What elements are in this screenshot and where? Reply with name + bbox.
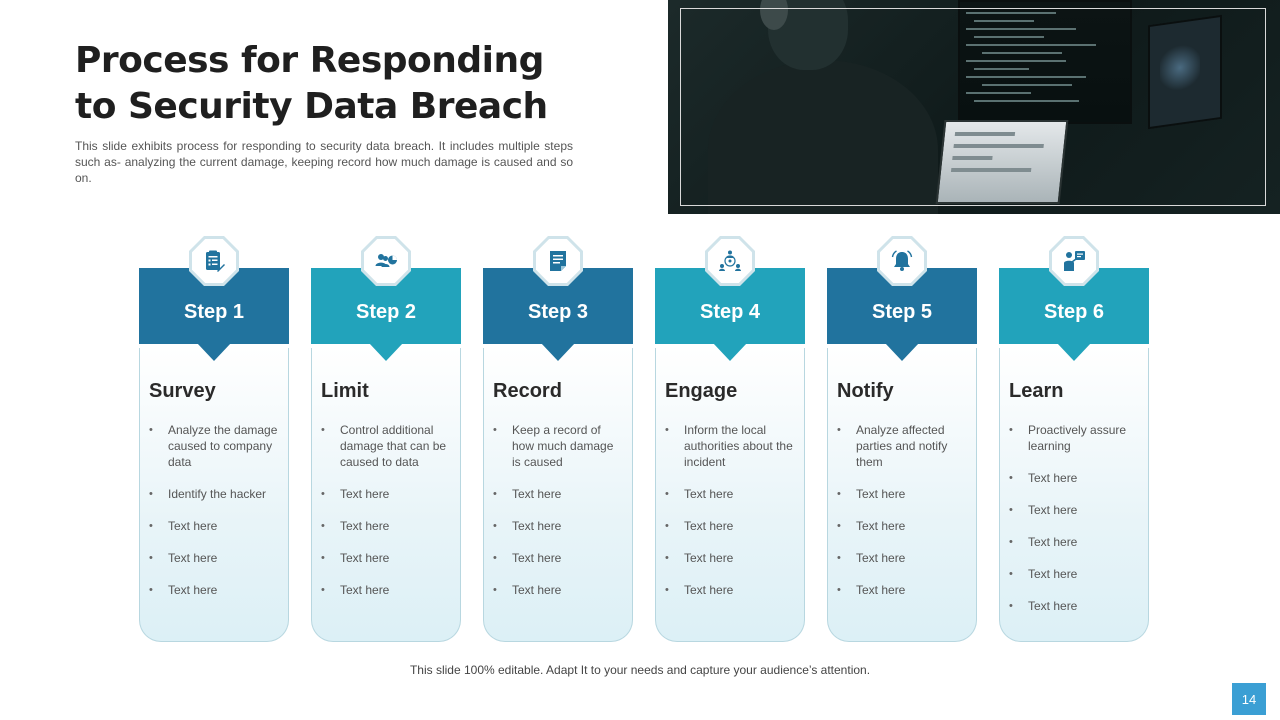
hacker-photo: [668, 0, 1280, 214]
bullet-item: Text here: [837, 550, 969, 566]
step-title: Notify: [837, 380, 894, 403]
step-title: Learn: [1009, 380, 1063, 403]
bullet-item: Analyze the damage caused to company dat…: [149, 422, 281, 470]
bullet-item: Text here: [1009, 534, 1141, 550]
bullet-item: Text here: [493, 486, 625, 502]
bullet-item: Analyze affected parties and notify them: [837, 422, 969, 470]
step-label: Step 2: [356, 301, 416, 324]
header-pointer: [197, 343, 231, 361]
step-title: Limit: [321, 380, 369, 403]
icon-badge: [705, 236, 755, 286]
bullet-item: Text here: [149, 582, 281, 598]
header-pointer: [885, 343, 919, 361]
header-pointer: [369, 343, 403, 361]
bullet-item: Identify the hacker: [149, 486, 281, 502]
step-label: Step 4: [700, 301, 760, 324]
slide-subtitle: This slide exhibits process for respondi…: [75, 138, 573, 186]
footer-note: This slide 100% editable. Adapt It to yo…: [0, 663, 1280, 677]
step-card-2: Step 2 Limit Control additional damage t…: [311, 236, 461, 642]
bullet-item: Text here: [837, 486, 969, 502]
step-bullets: Control additional damage that can be ca…: [321, 422, 453, 614]
step-bullets: Keep a record of how much damage is caus…: [493, 422, 625, 614]
page-number: 14: [1232, 683, 1266, 715]
bullet-item: Text here: [1009, 598, 1141, 614]
bullet-item: Text here: [493, 518, 625, 534]
bullet-item: Inform the local authorities about the i…: [665, 422, 797, 470]
clipboard-chart-icon: [202, 249, 226, 273]
step-bullets: Inform the local authorities about the i…: [665, 422, 797, 614]
icon-badge: [1049, 236, 1099, 286]
icon-badge: [877, 236, 927, 286]
bullet-item: Text here: [665, 486, 797, 502]
step-label: Step 6: [1044, 301, 1104, 324]
step-label: Step 3: [528, 301, 588, 324]
photo-frame: [680, 8, 1266, 206]
bullet-item: Text here: [321, 582, 453, 598]
bullet-item: Text here: [665, 582, 797, 598]
bullet-item: Text here: [665, 518, 797, 534]
step-card-6: Step 6 Learn Proactively assure learning…: [999, 236, 1149, 642]
bullet-item: Text here: [321, 518, 453, 534]
bullet-item: Text here: [1009, 470, 1141, 486]
icon-badge: [533, 236, 583, 286]
bullet-item: Proactively assure learning: [1009, 422, 1141, 454]
bullet-item: Keep a record of how much damage is caus…: [493, 422, 625, 470]
person-board-icon: [1062, 249, 1086, 273]
title-line-1: Process for Responding: [75, 38, 595, 84]
step-title: Record: [493, 380, 562, 403]
step-card-4: Step 4 Engage Inform the local authoriti…: [655, 236, 805, 642]
bullet-item: Text here: [1009, 502, 1141, 518]
slide-title: Process for Responding to Security Data …: [75, 38, 595, 130]
step-label: Step 1: [184, 301, 244, 324]
icon-badge: [189, 236, 239, 286]
bullet-item: Text here: [493, 550, 625, 566]
header-pointer: [1057, 343, 1091, 361]
step-title: Survey: [149, 380, 216, 403]
step-card-1: Step 1 Survey Analyze the damage caused …: [139, 236, 289, 642]
bell-icon: [890, 249, 914, 273]
bullet-item: Text here: [493, 582, 625, 598]
bullet-item: Text here: [321, 550, 453, 566]
bullet-item: Text here: [149, 550, 281, 566]
bullet-item: Text here: [837, 582, 969, 598]
title-line-2: to Security Data Breach: [75, 84, 595, 130]
step-title: Engage: [665, 380, 737, 403]
step-bullets: Proactively assure learning Text here Te…: [1009, 422, 1141, 630]
step-bullets: Analyze affected parties and notify them…: [837, 422, 969, 614]
document-icon: [546, 249, 570, 273]
icon-badge: [361, 236, 411, 286]
step-label: Step 5: [872, 301, 932, 324]
steps-row: Step 1 Survey Analyze the damage caused …: [139, 236, 1149, 646]
step-card-5: Step 5 Notify Analyze affected parties a…: [827, 236, 977, 642]
bullet-item: Text here: [149, 518, 281, 534]
header-pointer: [713, 343, 747, 361]
people-pie-chart-icon: [374, 249, 398, 273]
bullet-item: Text here: [665, 550, 797, 566]
network-people-icon: [718, 249, 742, 273]
header-pointer: [541, 343, 575, 361]
step-card-3: Step 3 Record Keep a record of how much …: [483, 236, 633, 642]
bullet-item: Text here: [321, 486, 453, 502]
bullet-item: Text here: [1009, 566, 1141, 582]
bullet-item: Text here: [837, 518, 969, 534]
step-bullets: Analyze the damage caused to company dat…: [149, 422, 281, 614]
bullet-item: Control additional damage that can be ca…: [321, 422, 453, 470]
